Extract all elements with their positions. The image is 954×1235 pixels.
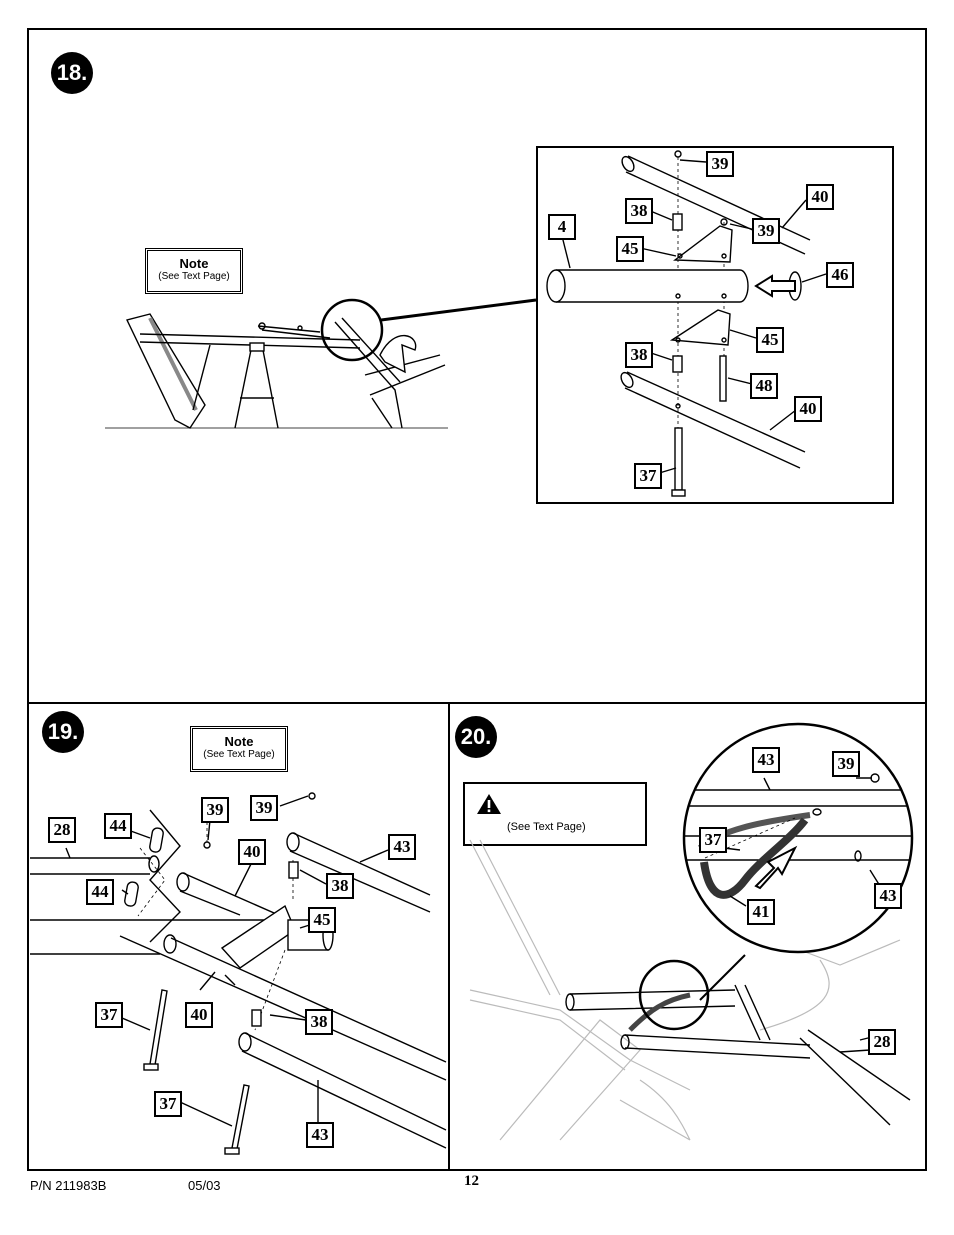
part-label-37: 37 xyxy=(634,463,662,489)
part-label-43: 43 xyxy=(306,1122,334,1148)
part-label-40: 40 xyxy=(238,839,266,865)
part-label-38: 38 xyxy=(305,1009,333,1035)
part-label-45: 45 xyxy=(616,236,644,262)
note-title: Note xyxy=(179,256,209,271)
part-label-28: 28 xyxy=(868,1029,896,1055)
panel-20-frame xyxy=(448,702,927,1171)
part-label-4: 4 xyxy=(548,214,576,240)
part-label-40: 40 xyxy=(185,1002,213,1028)
part-label-44: 44 xyxy=(86,879,114,905)
warning-subtitle: (See Text Page) xyxy=(507,821,586,833)
part-label-43: 43 xyxy=(752,747,780,773)
part-label-48: 48 xyxy=(750,373,778,399)
part-label-39: 39 xyxy=(752,218,780,244)
detail-inset-18 xyxy=(536,146,894,504)
part-label-37: 37 xyxy=(699,827,727,853)
part-label-39: 39 xyxy=(832,751,860,777)
note-box-19: Note (See Text Page) xyxy=(190,726,288,772)
note-box-18: Note (See Text Page) xyxy=(145,248,243,294)
page-number: 12 xyxy=(464,1173,479,1189)
part-label-38: 38 xyxy=(625,198,653,224)
part-label-37: 37 xyxy=(154,1091,182,1117)
part-label-39: 39 xyxy=(250,795,278,821)
part-number: P/N 211983B xyxy=(30,1178,107,1193)
part-label-28: 28 xyxy=(48,817,76,843)
part-label-38: 38 xyxy=(625,342,653,368)
part-label-43: 43 xyxy=(388,834,416,860)
part-label-44: 44 xyxy=(104,813,132,839)
warning-triangle-icon xyxy=(477,794,501,814)
part-label-40: 40 xyxy=(806,184,834,210)
part-label-45: 45 xyxy=(308,907,336,933)
part-label-38: 38 xyxy=(326,873,354,899)
revision-date: 05/03 xyxy=(188,1178,221,1193)
part-label-39: 39 xyxy=(706,151,734,177)
part-label-41: 41 xyxy=(747,899,775,925)
part-label-40: 40 xyxy=(794,396,822,422)
step-18-badge: 18. xyxy=(51,52,93,94)
part-label-37: 37 xyxy=(95,1002,123,1028)
step-19-badge: 19. xyxy=(42,711,84,753)
part-label-45: 45 xyxy=(756,327,784,353)
note-title: Note xyxy=(224,734,254,749)
warning-box: (See Text Page) xyxy=(463,782,647,846)
part-label-46: 46 xyxy=(826,262,854,288)
part-label-39: 39 xyxy=(201,797,229,823)
note-subtitle: (See Text Page) xyxy=(158,271,230,282)
part-label-43: 43 xyxy=(874,883,902,909)
note-subtitle: (See Text Page) xyxy=(203,749,275,760)
step-20-badge: 20. xyxy=(455,716,497,758)
